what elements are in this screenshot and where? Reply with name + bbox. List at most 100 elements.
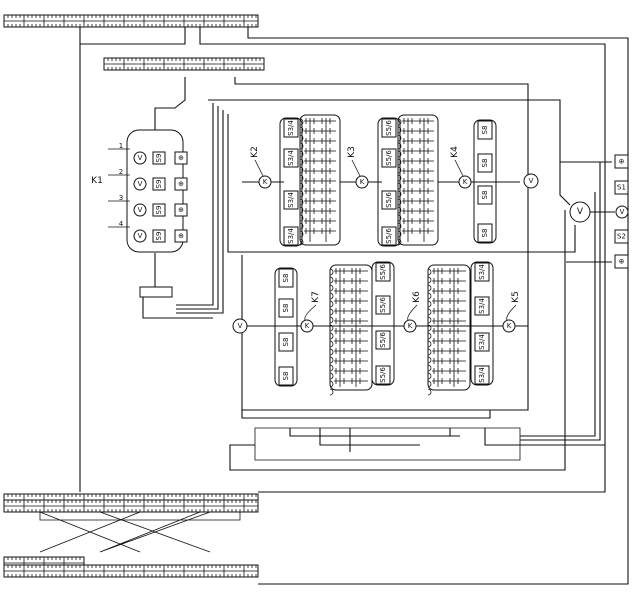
valve-icon [133, 203, 147, 217]
wire [39, 512, 241, 521]
terminal-box [477, 120, 493, 140]
wire [154, 77, 186, 130]
terminal-box [381, 148, 397, 168]
terminal-box [375, 262, 391, 282]
plus-terminal-1: ⊕ [614, 154, 629, 169]
k-label: K2 [250, 146, 260, 158]
port-number: 2 [119, 168, 123, 176]
s9-box [152, 151, 166, 165]
k4-node: KK4 [450, 146, 472, 189]
k-letter: K [507, 322, 512, 330]
terminal-box [283, 190, 299, 210]
wire [176, 103, 214, 306]
terminal-box [474, 332, 490, 352]
matrix-k5 [427, 264, 471, 396]
terminal-box [283, 118, 299, 138]
top-bus [3, 14, 259, 28]
wire [254, 427, 521, 461]
matrix-wiring [432, 268, 466, 387]
valve-v: V [138, 206, 143, 214]
k3-node: KK3 [347, 146, 369, 189]
plus-icon: ⊕ [178, 232, 184, 240]
s9-box [152, 203, 166, 217]
k-letter: K [463, 178, 468, 186]
column-frame [371, 261, 395, 386]
bus-ticks [7, 15, 257, 27]
plus-terminal-2: ⊕ [614, 254, 629, 269]
terminal-label: S8 [481, 126, 489, 135]
upper-bus [103, 57, 265, 71]
terminal-box [283, 148, 299, 168]
terminal-label: S5/6 [385, 192, 393, 208]
wire [176, 110, 224, 314]
terminal-box [474, 365, 490, 385]
s2-terminal: S2 [614, 229, 629, 244]
coil-loops [427, 268, 432, 396]
coil-loops [397, 118, 402, 246]
v-letter: V [577, 207, 584, 217]
terminal-label: S8 [282, 274, 290, 283]
s9-box [152, 177, 166, 191]
terminal-box [375, 365, 391, 385]
wire [247, 27, 629, 585]
terminal-box [474, 262, 490, 282]
wires [39, 27, 629, 585]
v-letter: V [238, 322, 243, 330]
wire [80, 27, 186, 45]
terminal-box [278, 366, 294, 386]
port-number: 3 [119, 194, 123, 202]
plus-box [174, 177, 188, 191]
k-leader [304, 304, 317, 321]
v-icon [232, 318, 248, 334]
plus-box [174, 203, 188, 217]
terminal-label: ⊕ [619, 158, 625, 166]
wire [208, 99, 571, 206]
k-label: K6 [412, 291, 422, 303]
matrix-k6 [329, 264, 373, 396]
terminal-box [381, 190, 397, 210]
matrix-wiring [334, 268, 368, 387]
terminal-label: S3/4 [478, 334, 486, 350]
wire [142, 290, 213, 319]
terminal-box [614, 229, 629, 244]
terminal-label: S5/6 [379, 264, 387, 280]
v-letter: V [620, 208, 625, 216]
coil-loops [329, 268, 334, 396]
matrix-k3 [299, 114, 341, 246]
k-icon [502, 319, 516, 333]
bottom-bus [3, 564, 259, 578]
wire [229, 210, 566, 471]
valve-v: V [138, 180, 143, 188]
terminal-label: S3/4 [287, 150, 295, 166]
terminal-label: S5/6 [385, 228, 393, 244]
valve-icon [133, 177, 147, 191]
bus-ticks [107, 58, 261, 70]
k1-frame [126, 129, 184, 253]
k5-node: KK5 [502, 291, 521, 333]
terminal-label: S8 [282, 338, 290, 347]
terminal-label: S8 [282, 372, 290, 381]
terminal-label: S5/6 [379, 297, 387, 313]
terminal-box [375, 330, 391, 350]
bus-bars [3, 14, 265, 578]
coil-loops [299, 118, 304, 246]
bus-ticks [7, 565, 257, 577]
column-frame [274, 267, 298, 387]
terminal-box [614, 154, 629, 169]
terminal-box [477, 153, 493, 173]
wire [289, 428, 520, 452]
terminal-label: ⊕ [619, 258, 625, 266]
valve-icon [133, 229, 147, 243]
v-icon [569, 201, 591, 223]
port-number: 1 [119, 142, 123, 150]
wire [520, 162, 605, 446]
s9-label: S9 [155, 180, 163, 189]
s9-label: S9 [155, 154, 163, 163]
wire [176, 106, 219, 310]
k-icon [355, 175, 369, 189]
column-frame [470, 261, 494, 386]
k-letter: K [408, 322, 413, 330]
wire [227, 114, 576, 253]
s56-column-lower: S5/6S5/6S5/6S5/6 [371, 261, 395, 386]
